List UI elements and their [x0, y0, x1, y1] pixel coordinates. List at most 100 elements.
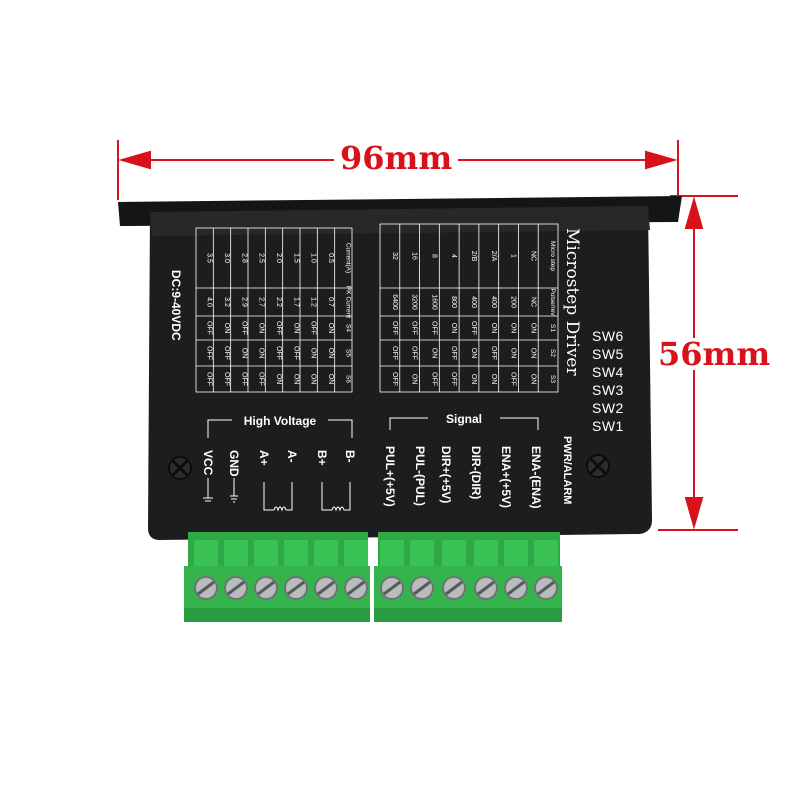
current_table-cell: 4.0 — [206, 297, 213, 307]
terminal-screw — [442, 540, 466, 600]
coil-b-symbol — [321, 482, 351, 512]
microstep_table-cell: OFF — [391, 372, 398, 386]
current_table-cell: OFF — [206, 372, 213, 386]
height-arrow-top — [684, 196, 704, 229]
terminal-screw — [314, 540, 338, 600]
microstep_table-cell: ON — [470, 374, 477, 385]
current_table-cell: 3.5 — [206, 253, 213, 263]
current_table-header: S4 — [344, 324, 351, 332]
microstep_table-cell: 32 — [391, 252, 398, 260]
current_table-cell: ON — [223, 323, 230, 334]
signal-terminal-label: DIR+(+5V) — [439, 446, 453, 503]
current_table-cell: 2.2 — [275, 297, 282, 307]
terminal-screw — [504, 540, 528, 600]
switch-label-sw4: SW4 — [592, 364, 624, 380]
section-brackets — [207, 417, 539, 438]
microstep_table-cell: OFF — [450, 372, 457, 386]
microstep_table-header: S3 — [549, 375, 556, 383]
microstep_table-cell: OFF — [450, 346, 457, 360]
current_table-header: S5 — [344, 349, 351, 357]
hv-terminal-label: A- — [285, 450, 299, 463]
microstep_table-cell: 8 — [430, 254, 437, 258]
terminal-screw — [534, 540, 558, 600]
microstep_table-cell: OFF — [411, 321, 418, 335]
signal-terminal-label: PUL-(PUL) — [413, 446, 427, 506]
vcc-symbol — [203, 478, 213, 502]
microstep_table-cell: 2/B — [470, 251, 477, 262]
current_table-cell: ON — [327, 323, 334, 334]
terminal-screw — [410, 540, 434, 600]
gnd-symbol — [230, 478, 238, 503]
current_table-cell: ON — [310, 374, 317, 385]
microstep-table-frame — [379, 223, 559, 393]
current_table-cell: OFF — [206, 321, 213, 335]
switch-label-sw3: SW3 — [592, 382, 624, 398]
terminal-screw — [380, 540, 404, 600]
current_table-cell: 3.2 — [223, 297, 230, 307]
microstep_table-cell: 400 — [490, 296, 497, 308]
high-voltage-section-label: High Voltage — [244, 414, 317, 428]
mount-screw-left — [168, 456, 192, 480]
microstep_table-cell: 6400 — [391, 294, 398, 310]
microstep_table-cell: ON — [510, 323, 517, 334]
current_table-cell: ON — [327, 348, 334, 359]
hv-terminal-label: VCC — [201, 450, 215, 476]
terminal-screw — [474, 540, 498, 600]
microstep_table-cell: OFF — [430, 321, 437, 335]
microstep_table-cell: ON — [430, 348, 437, 359]
microstep_table-cell: 1 — [510, 254, 517, 258]
motor-coil-symbols — [203, 478, 351, 512]
terminal-screw — [344, 540, 368, 600]
current_table-header: S6 — [344, 375, 351, 383]
current_table-cell: ON — [292, 374, 299, 385]
current_table-cell: 1.0 — [310, 253, 317, 263]
microstep_table-cell: 800 — [450, 296, 457, 308]
microstep_table-cell: 1600 — [430, 294, 437, 310]
mount-screw-right — [586, 454, 610, 478]
terminal-screw — [254, 540, 278, 600]
microstep_table-cell: ON — [490, 374, 497, 385]
microstep_table-header: S1 — [549, 324, 556, 332]
hv-terminal-label: B- — [343, 450, 357, 463]
hv-terminal-label: GND — [227, 450, 241, 477]
current_table-cell: 2.0 — [275, 253, 282, 263]
microstep_table-cell: OFF — [510, 372, 517, 386]
microstep-table — [379, 223, 559, 393]
microstep_table-cell: OFF — [391, 346, 398, 360]
signal-terminal-label: ENA-(ENA) — [529, 446, 543, 509]
switch-label-sw5: SW5 — [592, 346, 624, 362]
signal-connector — [374, 532, 562, 622]
terminal-screw — [194, 540, 218, 600]
current_table-cell: 1.2 — [310, 297, 317, 307]
current_table-cell: OFF — [240, 372, 247, 386]
signal-section-label: Signal — [446, 412, 482, 426]
switch-label-sw1: SW1 — [592, 418, 624, 434]
signal-terminal-label: ENA+(+5V) — [499, 446, 513, 508]
current_table-cell: OFF — [223, 372, 230, 386]
current_table-cell: OFF — [206, 346, 213, 360]
switch-label-sw6: SW6 — [592, 328, 624, 344]
microstep_table-cell: 400 — [470, 296, 477, 308]
microstep_table-header: S2 — [549, 349, 556, 357]
current_table-cell: 1.7 — [292, 297, 299, 307]
microstep_table-cell: ON — [529, 323, 536, 334]
microstep_table-cell: 3200 — [411, 294, 418, 310]
current_table-cell: 2.7 — [258, 297, 265, 307]
current_table-cell: 2.9 — [240, 297, 247, 307]
current_table-cell: 2.5 — [258, 253, 265, 263]
body-top-bevel — [150, 206, 650, 236]
width-arrow-right — [645, 150, 678, 170]
microstep_table-cell: 200 — [510, 296, 517, 308]
current-table — [195, 227, 353, 393]
microstep_table-cell: OFF — [411, 346, 418, 360]
microstep_table-cell: ON — [411, 374, 418, 385]
width-dimension-label: 96mm — [334, 142, 459, 174]
microstep_table-cell: OFF — [391, 321, 398, 335]
current_table-cell: 1.5 — [292, 253, 299, 263]
current_table-cell: ON — [327, 374, 334, 385]
microstep_table-header: Pulse/rev — [549, 288, 556, 316]
width-arrow-left — [118, 150, 151, 170]
current_table-cell: 0.5 — [327, 253, 334, 263]
current_table-cell: ON — [275, 374, 282, 385]
